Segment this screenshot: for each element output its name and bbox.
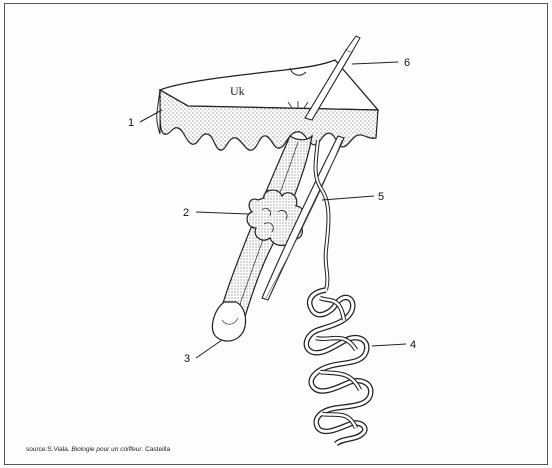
leader-4 (372, 344, 406, 346)
leader-2 (196, 212, 248, 214)
source-book-title: Biologie pour un coiffeur (71, 446, 141, 453)
leader-3 (196, 340, 222, 358)
source-caption: source:S.Viala, Biologie pour un coiffeu… (26, 446, 170, 453)
source-prefix: source:S.Viala, (26, 446, 71, 453)
label-1: 1 (128, 117, 134, 129)
label-2: 2 (183, 207, 189, 219)
svg-text:Uk: Uk (230, 84, 245, 98)
leader-6 (352, 62, 398, 64)
leader-5 (322, 196, 374, 200)
label-6: 6 (404, 57, 410, 69)
label-3: 3 (184, 353, 190, 365)
label-4: 4 (410, 339, 416, 351)
skin-block: Uk (157, 60, 378, 150)
label-5: 5 (378, 191, 384, 203)
source-publisher: . Casteilla (142, 446, 171, 453)
